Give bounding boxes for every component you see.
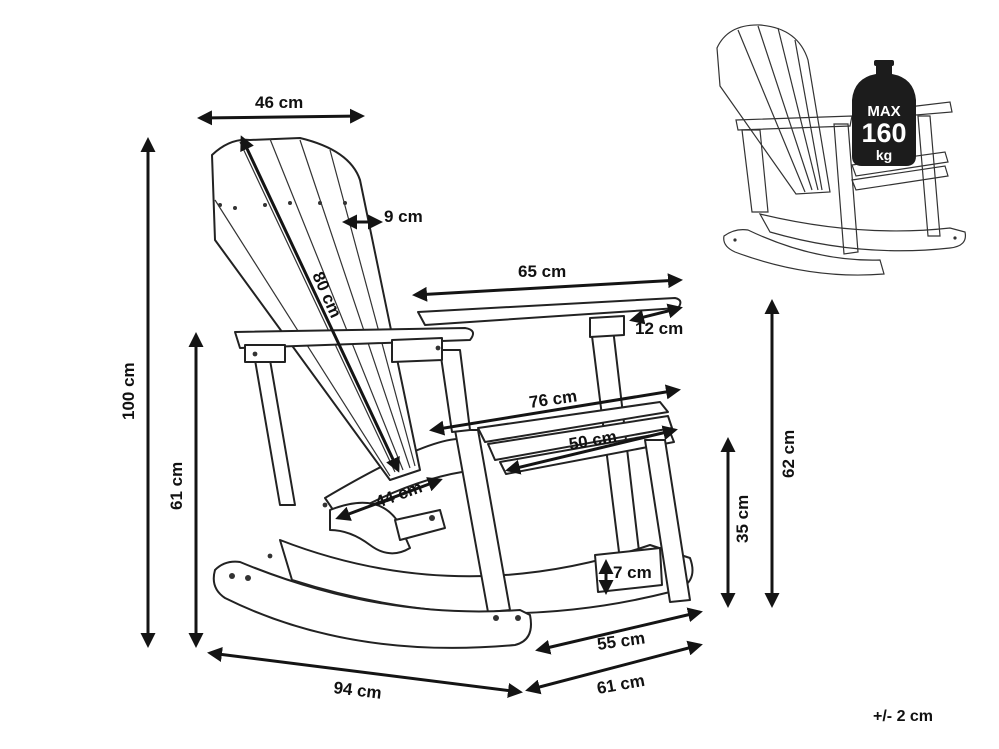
label-total-height: 100 cm: [119, 362, 138, 420]
label-base-width: 55 cm: [596, 628, 646, 654]
small-chair-thumbnail: [716, 24, 967, 276]
tolerance-note: +/- 2 cm: [873, 708, 933, 725]
dimension-lines: [140, 108, 780, 698]
weight-unit: kg: [876, 147, 892, 163]
max-weight-badge: MAX 160 kg: [852, 60, 916, 166]
label-total-width: 61 cm: [595, 671, 646, 698]
weight-value: 160: [861, 118, 906, 148]
label-height-right: 62 cm: [779, 430, 798, 478]
label-width-top: 46 cm: [255, 93, 303, 112]
label-arm-height: 61 cm: [167, 462, 186, 510]
label-total-length: 94 cm: [333, 678, 383, 703]
label-seat-height: 35 cm: [733, 495, 752, 543]
weight-max-label: MAX: [867, 103, 900, 120]
label-clearance: 7 cm: [613, 563, 652, 582]
label-slat-width: 9 cm: [384, 207, 423, 226]
label-arm-length: 65 cm: [518, 262, 566, 281]
label-arm-width: 12 cm: [635, 319, 683, 338]
